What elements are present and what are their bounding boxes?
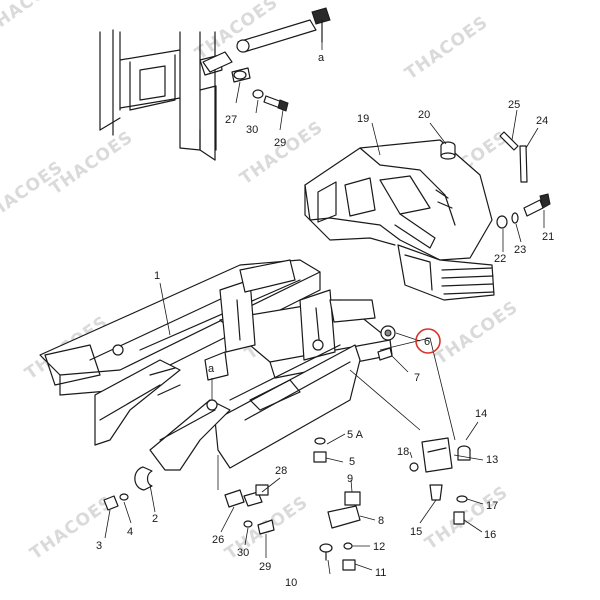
loader-mount-assembly [99, 7, 331, 161]
label-5a: 5 A [347, 429, 364, 441]
watermark: THACOES [401, 12, 492, 84]
fastener-group-right [313, 325, 471, 571]
label-17: 17 [486, 500, 498, 512]
fastener-group-left [103, 466, 275, 535]
label-29-top: 29 [274, 137, 286, 149]
label-29-bottom: 29 [259, 561, 271, 573]
label-16: 16 [484, 529, 496, 541]
highlight-circle [415, 328, 441, 354]
label-28: 28 [275, 465, 287, 477]
front-frame-assembly [39, 259, 393, 490]
label-12: 12 [373, 541, 385, 553]
label-5: 5 [349, 456, 355, 468]
label-13: 13 [486, 454, 498, 466]
hood-cover-assembly [304, 131, 551, 301]
callout-labels: a 27 30 29 19 20 25 24 21 22 23 1 6 a 7 … [96, 52, 554, 589]
label-3: 3 [96, 540, 102, 552]
label-4: 4 [127, 526, 133, 538]
label-8: 8 [378, 515, 384, 527]
label-15: 15 [410, 526, 422, 538]
label-20: 20 [418, 109, 430, 121]
label-6: 6 [424, 336, 430, 348]
label-7: 7 [414, 372, 420, 384]
label-19: 19 [357, 113, 369, 125]
leader-lines [104, 42, 545, 575]
label-1: 1 [154, 270, 160, 282]
watermark: THACOES [0, 0, 72, 39]
watermark: THACOES [46, 127, 137, 199]
label-23: 23 [514, 244, 526, 256]
label-14: 14 [475, 408, 487, 420]
label-26: 26 [212, 534, 224, 546]
watermark: THACOES [26, 492, 117, 564]
label-18: 18 [397, 446, 409, 458]
label-9: 9 [347, 473, 353, 485]
label-30-top: 30 [246, 124, 258, 136]
label-2: 2 [152, 513, 158, 525]
label-25: 25 [508, 99, 520, 111]
label-27: 27 [225, 114, 237, 126]
watermark: THACOES [431, 297, 522, 369]
label-a-mid: a [208, 363, 215, 375]
label-30-bottom: 30 [237, 547, 249, 559]
label-22: 22 [494, 253, 506, 265]
label-11: 11 [375, 567, 386, 579]
label-10: 10 [285, 577, 297, 589]
label-a-top: a [318, 52, 325, 64]
label-21: 21 [542, 231, 554, 243]
label-24: 24 [536, 115, 548, 127]
